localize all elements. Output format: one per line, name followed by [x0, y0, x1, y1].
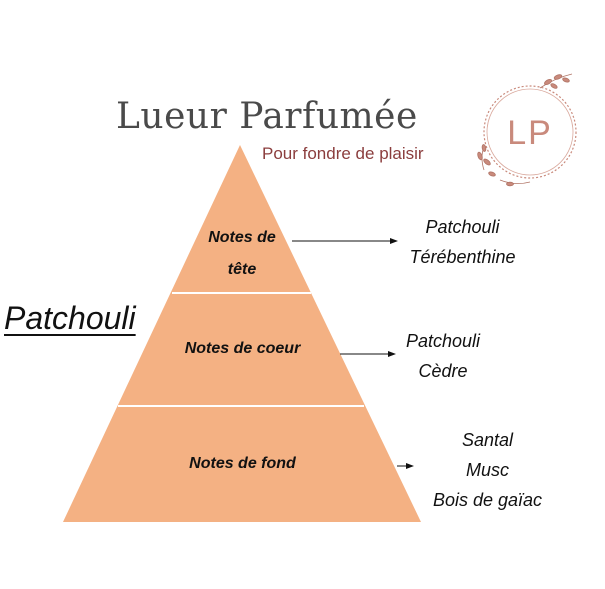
logo-monogram: LP [507, 114, 553, 152]
note-item: Musc [465, 460, 509, 480]
product-name: Patchouli [4, 300, 136, 336]
arrow-bottom-icon [397, 463, 414, 469]
note-item: Patchouli [425, 217, 500, 237]
brand-logo: LP [477, 73, 577, 187]
pyramid-shape [63, 145, 421, 522]
brand-tagline: Pour fondre de plaisir [262, 144, 424, 163]
tier-label-bottom: Notes de fond [189, 455, 296, 472]
tier-label-top: Notes de tête [190, 222, 294, 286]
tier-label-middle: Notes de coeur [184, 340, 301, 357]
note-item: Patchouli [405, 331, 481, 351]
tier-label-top-line2: tête [227, 261, 257, 278]
notes-bottom-list: Santal Musc Bois de gaïac [420, 425, 555, 515]
arrow-middle-icon [340, 351, 396, 357]
note-item: Santal [461, 430, 514, 450]
notes-top-list: Patchouli Térébenthine [400, 212, 525, 272]
leaf-branch-icon [477, 73, 573, 187]
brand-title: Lueur Parfumée [116, 96, 418, 137]
notes-middle-list: Patchouli Cèdre [397, 326, 489, 386]
note-item: Cèdre [418, 361, 468, 381]
logo-ring-icon [483, 85, 577, 179]
tier-label-top-line1: Notes de [208, 229, 276, 246]
note-item: Bois de gaïac [432, 490, 543, 510]
arrow-top-icon [292, 238, 398, 244]
note-item: Térébenthine [409, 247, 516, 267]
